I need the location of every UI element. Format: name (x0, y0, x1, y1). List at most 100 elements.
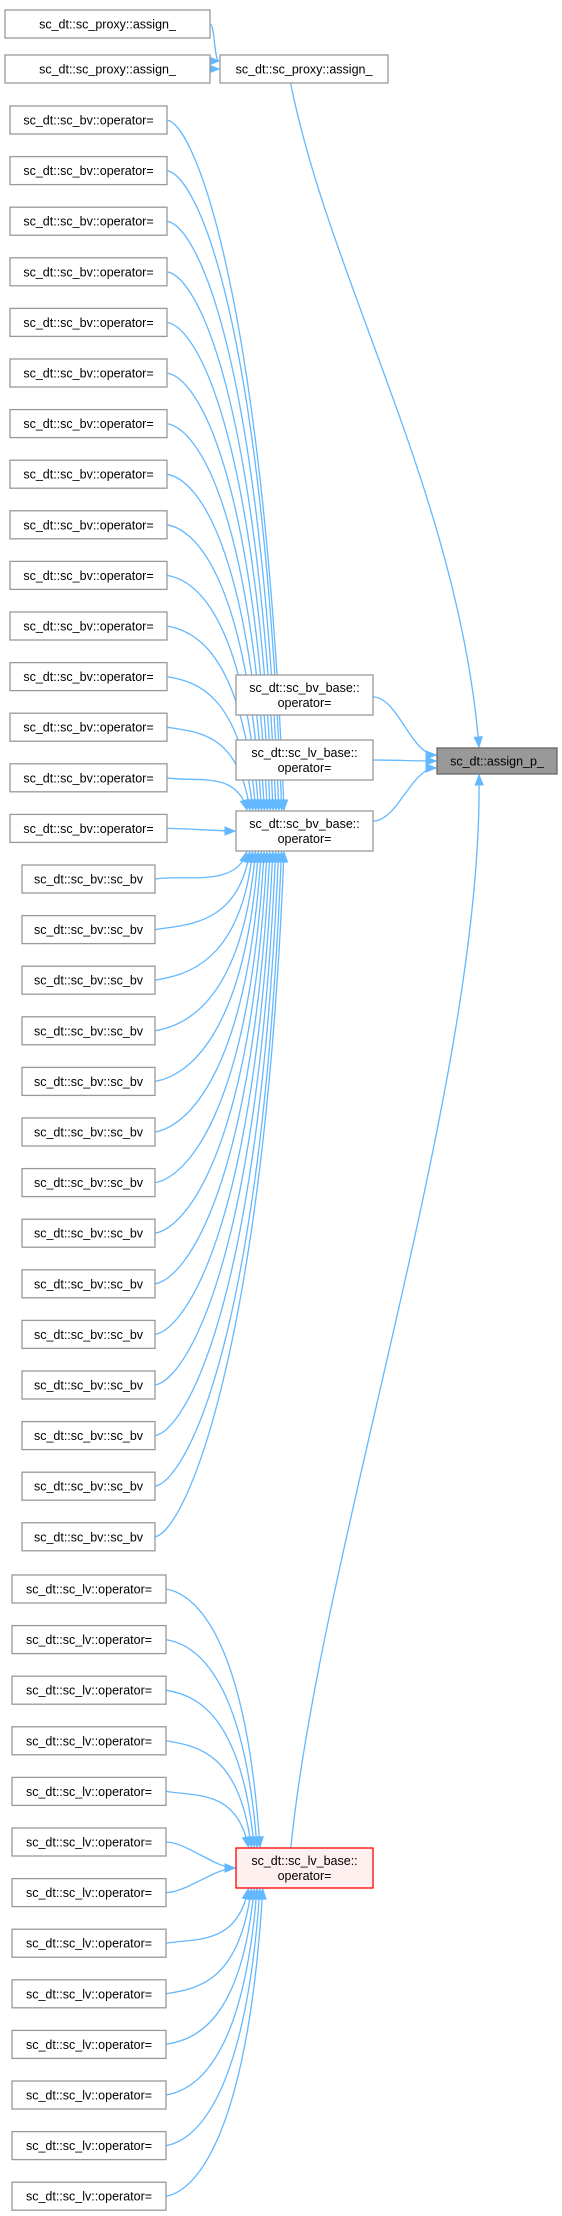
node-lv-base-op[interactable]: sc_dt::sc_lv_base::operator= (235, 1847, 374, 1889)
node-lv-op-10[interactable]: sc_dt::sc_lv::operator= (11, 2029, 167, 2060)
node-lv-op-1[interactable]: sc_dt::sc_lv::operator= (11, 1574, 167, 1604)
node-bv-ctor-1[interactable]: sc_dt::sc_bv::sc_bv (21, 864, 156, 894)
node-label: sc_dt::sc_lv::operator= (26, 1633, 152, 1647)
node-box (9, 661, 168, 692)
edge-bv-op-14-to-bv-base-op (166, 777, 248, 811)
node-label: sc_dt::sc_bv::operator= (23, 518, 153, 532)
node-lv-op-5[interactable]: sc_dt::sc_lv::operator= (11, 1776, 167, 1807)
node-bv-op-2[interactable]: sc_dt::sc_bv::operator= (9, 155, 168, 186)
node-bv-ctor-10[interactable]: sc_dt::sc_bv::sc_bv (21, 1319, 156, 1350)
edge-bv-base-op-to-assign-p (372, 767, 437, 822)
node-lv-op-4[interactable]: sc_dt::sc_lv::operator= (11, 1726, 167, 1756)
node-label: sc_dt::sc_bv::operator= (23, 265, 153, 279)
node-bv-op-5[interactable]: sc_dt::sc_bv::operator= (9, 307, 168, 338)
node-bv-op-3[interactable]: sc_dt::sc_bv::operator= (9, 206, 168, 236)
node-bv-ctor-7[interactable]: sc_dt::sc_bv::sc_bv (21, 1167, 156, 1198)
node-label: sc_dt::sc_bv::sc_bv (34, 1277, 144, 1291)
node-box (235, 739, 374, 781)
node-assign-p[interactable]: sc_dt::assign_p_ (436, 747, 558, 775)
node-label: sc_dt::sc_lv::operator= (26, 2089, 152, 2103)
node-lv-op-9[interactable]: sc_dt::sc_lv::operator= (11, 1979, 167, 2009)
edge-bv-ctor-5-to-bv-base-op (154, 851, 259, 1083)
node-bv-op-4[interactable]: sc_dt::sc_bv::operator= (9, 257, 168, 287)
node-proxy-assign-mid[interactable]: sc_dt::sc_proxy::assign_ (219, 54, 389, 84)
edge-lv-op-11-to-lv-base-op (165, 1888, 258, 2096)
edge-bv-op-2-to-bv-base-op (166, 169, 283, 811)
node-label: sc_dt::sc_bv::operator= (23, 215, 153, 229)
node-bv-ctor-8[interactable]: sc_dt::sc_bv::sc_bv (21, 1218, 156, 1248)
node-label: sc_dt::assign_p_ (450, 755, 545, 769)
node-proxy-assign-2[interactable]: sc_dt::sc_proxy::assign_ (4, 54, 211, 84)
node-bv-ctor-12[interactable]: sc_dt::sc_bv::sc_bv (21, 1420, 156, 1451)
node-proxy-assign-1[interactable]: sc_dt::sc_proxy::assign_ (4, 9, 211, 39)
node-box (4, 9, 211, 39)
node-bv-op-6[interactable]: sc_dt::sc_bv::operator= (9, 358, 168, 388)
node-bv-op-1[interactable]: sc_dt::sc_bv::operator= (9, 105, 168, 135)
arrowhead (474, 773, 484, 786)
node-bv-op-7[interactable]: sc_dt::sc_bv::operator= (9, 408, 168, 439)
node-box (9, 611, 168, 641)
node-bv-ctor-2[interactable]: sc_dt::sc_bv::sc_bv (21, 914, 156, 945)
edge-bv-op-13-to-bv-base-op (166, 726, 251, 811)
node-bv-ctor-11[interactable]: sc_dt::sc_bv::sc_bv (21, 1370, 156, 1400)
edge-bv-ctor-3-to-bv-base-op (154, 851, 254, 981)
node-bv-ctor-3[interactable]: sc_dt::sc_bv::sc_bv (21, 965, 156, 995)
node-bv-ctor-5[interactable]: sc_dt::sc_bv::sc_bv (21, 1066, 156, 1097)
node-lv-op-13[interactable]: sc_dt::sc_lv::operator= (11, 2181, 167, 2211)
node-bv-ctor-14[interactable]: sc_dt::sc_bv::sc_bv (21, 1522, 156, 1552)
edge-lv-op-8-to-lv-base-op (165, 1888, 249, 1944)
node-lv-op-7[interactable]: sc_dt::sc_lv::operator= (11, 1877, 167, 1908)
node-bv-op-8[interactable]: sc_dt::sc_bv::operator= (9, 459, 168, 489)
node-lv-base-op-top[interactable]: sc_dt::sc_lv_base::operator= (235, 739, 374, 781)
node-box (11, 1624, 167, 1655)
edge-bv-op-3-to-bv-base-op (166, 220, 280, 811)
node-bv-op-15[interactable]: sc_dt::sc_bv::operator= (9, 813, 168, 844)
node-lv-op-3[interactable]: sc_dt::sc_lv::operator= (11, 1675, 167, 1705)
node-bv-op-12[interactable]: sc_dt::sc_bv::operator= (9, 661, 168, 692)
edge-proxy-assign-1-to-proxy-assign-mid (209, 23, 220, 62)
node-box (11, 2130, 167, 2161)
node-box (9, 358, 168, 388)
node-bv-op-9[interactable]: sc_dt::sc_bv::operator= (9, 510, 168, 540)
node-box (11, 2080, 167, 2110)
node-bv-op-11[interactable]: sc_dt::sc_bv::operator= (9, 611, 168, 641)
node-box (21, 1117, 156, 1147)
node-lv-op-2[interactable]: sc_dt::sc_lv::operator= (11, 1624, 167, 1655)
node-label: operator= (278, 1869, 332, 1883)
node-bv-op-13[interactable]: sc_dt::sc_bv::operator= (9, 712, 168, 742)
node-bv-ctor-9[interactable]: sc_dt::sc_bv::sc_bv (21, 1269, 156, 1299)
node-bv-ctor-4[interactable]: sc_dt::sc_bv::sc_bv (21, 1016, 156, 1046)
node-box (21, 1471, 156, 1501)
edge-proxy-assign-mid-to-assign-p (289, 82, 480, 748)
node-bv-ctor-13[interactable]: sc_dt::sc_bv::sc_bv (21, 1471, 156, 1501)
node-label: sc_dt::sc_lv::operator= (26, 1583, 152, 1597)
arrowhead (257, 1887, 267, 1900)
node-bv-ctor-6[interactable]: sc_dt::sc_bv::sc_bv (21, 1117, 156, 1147)
node-box (9, 560, 168, 591)
node-box (21, 1269, 156, 1299)
node-label: sc_dt::sc_bv::operator= (23, 822, 153, 836)
node-label: sc_dt::sc_bv::operator= (23, 316, 153, 330)
edge-bv-ctor-12-to-bv-base-op (154, 851, 280, 1437)
edge-bv-op-1-to-bv-base-op (166, 119, 285, 811)
node-bv-base-op-top[interactable]: sc_dt::sc_bv_base::operator= (235, 674, 374, 716)
arrowhead (224, 826, 237, 836)
arrowhead (425, 763, 438, 773)
node-label: sc_dt::sc_bv::operator= (23, 620, 153, 634)
node-label: sc_dt::sc_bv::operator= (23, 771, 153, 785)
node-label: sc_dt::sc_bv::sc_bv (34, 1480, 144, 1494)
node-bv-base-op[interactable]: sc_dt::sc_bv_base::operator= (235, 810, 374, 852)
node-bv-op-14[interactable]: sc_dt::sc_bv::operator= (9, 763, 168, 793)
node-lv-op-8[interactable]: sc_dt::sc_lv::operator= (11, 1928, 167, 1958)
node-bv-op-10[interactable]: sc_dt::sc_bv::operator= (9, 560, 168, 591)
edge-bv-ctor-14-to-bv-base-op (154, 851, 285, 1538)
node-lv-op-12[interactable]: sc_dt::sc_lv::operator= (11, 2130, 167, 2161)
node-box (235, 1847, 374, 1889)
node-lv-op-11[interactable]: sc_dt::sc_lv::operator= (11, 2080, 167, 2110)
node-lv-op-6[interactable]: sc_dt::sc_lv::operator= (11, 1827, 167, 1857)
node-label: operator= (278, 696, 332, 710)
edge-bv-ctor-2-to-bv-base-op (154, 851, 251, 931)
edge-bv-op-5-to-bv-base-op (166, 321, 274, 811)
node-box (21, 1016, 156, 1046)
